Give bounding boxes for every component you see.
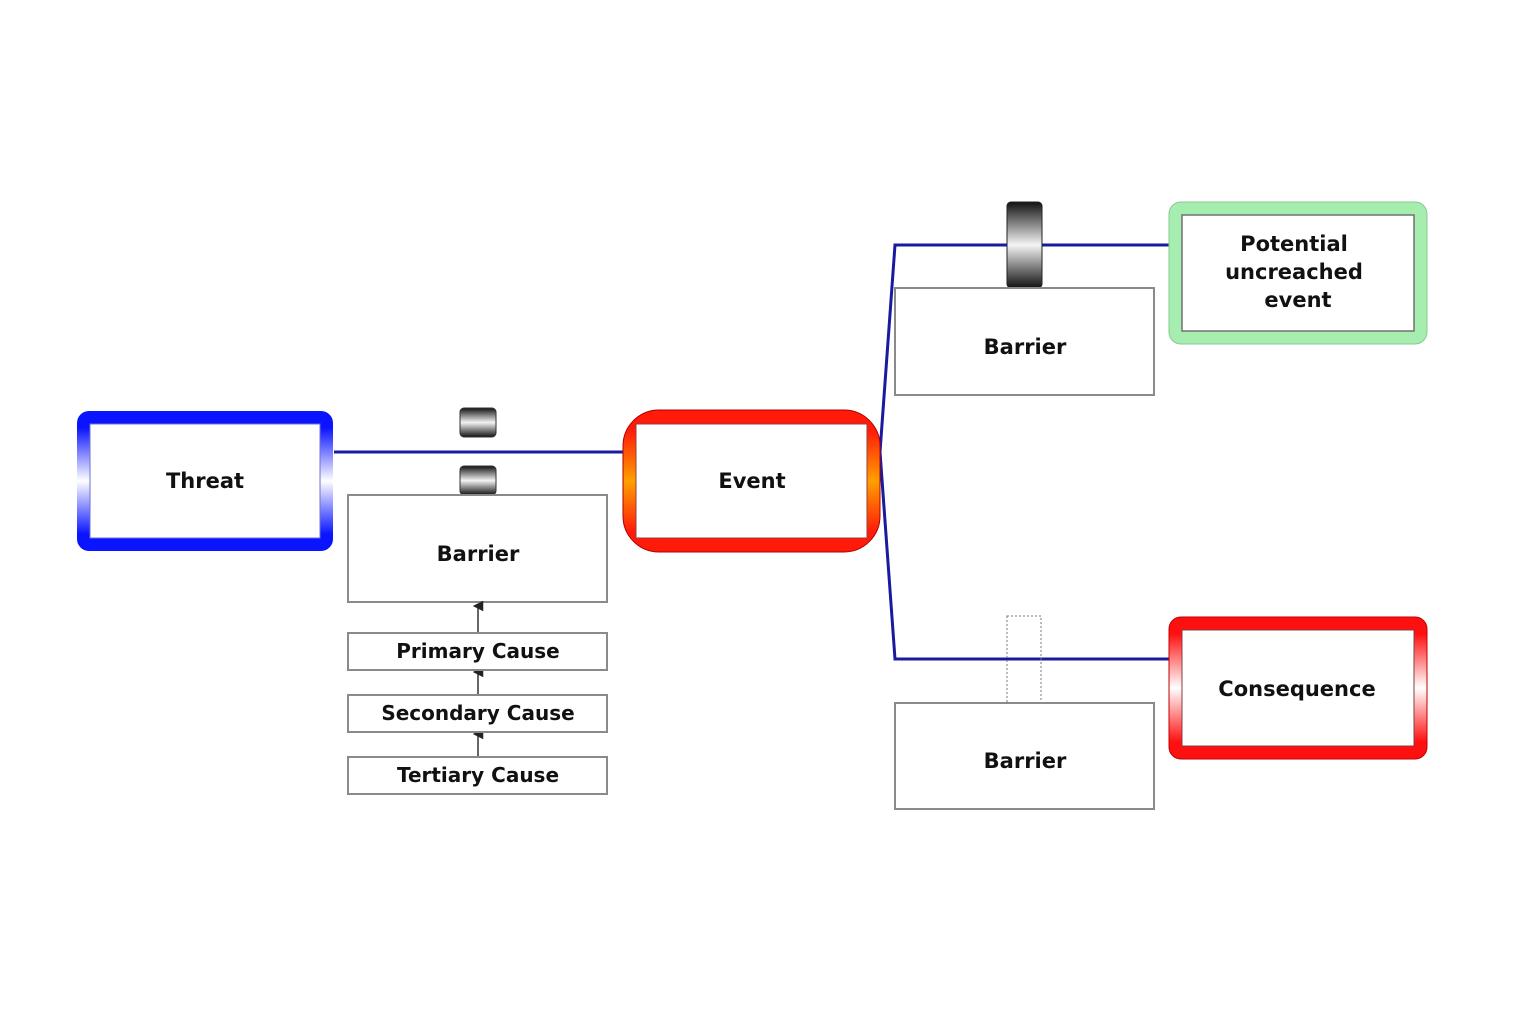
barrier-cylinder-icon	[1006, 201, 1043, 289]
barrier-box-top-right[interactable]: Barrier	[894, 287, 1155, 396]
cause-label: Primary Cause	[396, 639, 559, 663]
barrier-box-left[interactable]: Barrier	[347, 494, 608, 603]
event-label: Event	[718, 469, 785, 493]
cause-secondary[interactable]: Secondary Cause	[347, 694, 608, 733]
event-to-consequence-line	[878, 451, 1170, 661]
threat-label: Threat	[166, 469, 244, 493]
potential-event-label-line-3: event	[1264, 288, 1331, 312]
cause-label: Tertiary Cause	[397, 763, 559, 787]
cause-label: Secondary Cause	[381, 701, 574, 725]
potential-event-node[interactable]: Potential uncreached event	[1168, 201, 1428, 345]
barrier-cylinder-icon	[459, 465, 497, 496]
potential-event-label-line-1: Potential	[1240, 232, 1348, 256]
event-to-potential-line	[878, 243, 1170, 453]
consequence-label: Consequence	[1218, 677, 1375, 701]
barrier-label: Barrier	[984, 335, 1067, 359]
barrier-label: Barrier	[984, 749, 1067, 773]
connectors	[334, 243, 1170, 661]
potential-event-label-line-2: uncreached	[1225, 260, 1363, 284]
barrier-label: Barrier	[437, 542, 520, 566]
threat-node[interactable]: Threat	[77, 411, 333, 551]
cause-primary[interactable]: Primary Cause	[347, 632, 608, 671]
consequence-node[interactable]: Consequence	[1168, 616, 1428, 760]
barrier-cylinder-icon	[459, 407, 497, 438]
event-node[interactable]: Event	[622, 409, 881, 553]
barrier-box-bottom-right[interactable]: Barrier	[894, 702, 1155, 810]
cause-tertiary[interactable]: Tertiary Cause	[347, 756, 608, 795]
